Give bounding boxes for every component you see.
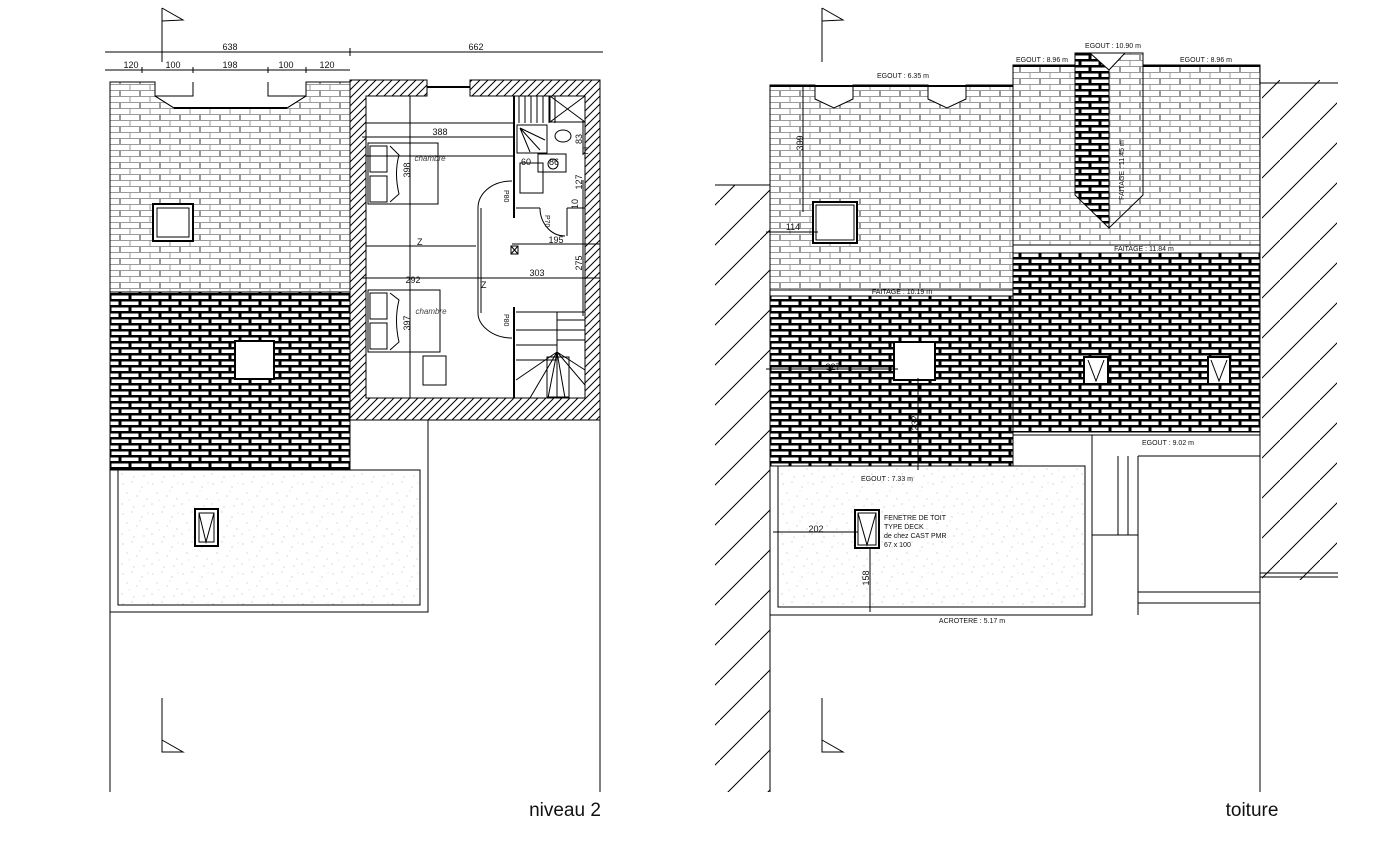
north-flag-top <box>161 7 185 62</box>
roof-window-deck <box>854 509 880 549</box>
door-label: P80 <box>502 190 509 203</box>
plan-labels: chambre chambre 388 292 303 195 60 86 39… <box>402 127 589 331</box>
skylight <box>812 201 858 244</box>
dim-638: 638 <box>222 42 237 52</box>
dim-158: 158 <box>861 570 871 585</box>
drawing-title-toiture: toiture <box>1226 800 1279 821</box>
north-flag-bottom <box>161 698 185 753</box>
dim-202: 202 <box>808 524 823 534</box>
dim-z: Z <box>583 146 589 156</box>
dim-114: 114 <box>786 222 800 232</box>
roof-window <box>194 508 219 547</box>
room-label: chambre <box>415 307 447 316</box>
level-egout-7-33: EGOUT : 7.33 m <box>861 476 913 483</box>
level-faitage-11-45: FAITAGE : 11.45 m <box>1119 140 1126 200</box>
dim-100a: 100 <box>165 60 180 70</box>
dim-100b: 100 <box>278 60 293 70</box>
dim-397: 397 <box>402 315 412 330</box>
door-label: P80 <box>502 314 509 327</box>
skylight <box>234 340 275 380</box>
neighbour-hatch-left <box>715 185 770 792</box>
level-egout-10-90: EGOUT : 10.90 m <box>1085 43 1141 50</box>
skylight <box>893 341 936 381</box>
dim-10: 10 <box>570 199 580 209</box>
level-egout-8-96-right: EGOUT : 8.96 m <box>1180 57 1232 64</box>
roof-light-tiles <box>109 81 351 293</box>
neighbour-hatch-right <box>1262 80 1337 580</box>
roof-dark-tiles <box>109 291 351 471</box>
note-line: de chez CAST PMR <box>884 533 947 540</box>
dim-195: 195 <box>548 235 563 245</box>
dim-86: 86 <box>549 157 559 167</box>
dim-127: 127 <box>574 174 584 189</box>
level-egout-6-35: EGOUT : 6.35 m <box>877 73 929 80</box>
level-acrotere-5-17: ACROTERE : 5.17 m <box>939 618 1005 625</box>
level-egout-8-96-left: EGOUT : 8.96 m <box>1016 57 1068 64</box>
dim-120b: 120 <box>319 60 334 70</box>
dim-232: 232 <box>910 415 920 430</box>
roof-dark-tiles <box>1012 252 1261 433</box>
level-egout-9-02: EGOUT : 9.02 m <box>1142 440 1194 447</box>
dim-292: 292 <box>405 275 420 285</box>
skylight <box>152 203 194 242</box>
roof-window <box>1207 356 1231 385</box>
room-label: chambre <box>414 154 446 163</box>
north-flag-bottom <box>821 698 845 753</box>
dim-388: 388 <box>432 127 447 137</box>
level-faitage-11-84: FAITAGE : 11.84 m <box>1114 246 1174 253</box>
dim-309: 309 <box>795 135 805 150</box>
note-line: FENETRE DE TOIT <box>884 515 947 522</box>
toiture-drawing: 309 114 327 232 202 158 EGOUT : 6.35 m E… <box>715 7 1338 821</box>
door-label: P70 <box>543 215 550 228</box>
floor-plan <box>349 79 601 421</box>
flat-roof-gravel <box>117 469 421 606</box>
dim-z: Z <box>481 280 487 290</box>
north-flag-top <box>821 7 845 62</box>
niveau-2-drawing: 638 662 120 100 198 100 120 <box>105 7 603 821</box>
dim-398: 398 <box>402 162 412 177</box>
dim-303: 303 <box>529 268 544 278</box>
dim-275: 275 <box>574 255 584 270</box>
dim-60: 60 <box>521 157 531 167</box>
dim-120a: 120 <box>123 60 138 70</box>
note-line: TYPE DECK <box>884 524 924 531</box>
chimney-dormer <box>1074 52 1144 230</box>
level-faitage-10-19: FAITAGE : 10.19 m <box>872 289 932 296</box>
dim-83: 83 <box>574 134 584 144</box>
dim-z: Z <box>417 237 423 247</box>
dim-662: 662 <box>468 42 483 52</box>
flat-roof-gravel <box>777 465 1086 608</box>
dim-198: 198 <box>222 60 237 70</box>
dimension-lines: 638 662 120 100 198 100 120 <box>105 42 603 73</box>
note-line: 67 x 100 <box>884 542 911 549</box>
drawing-title-niveau-2: niveau 2 <box>529 800 601 821</box>
dim-327: 327 <box>825 362 840 372</box>
roof-light-tiles <box>769 84 1014 291</box>
roof-window <box>1083 356 1109 385</box>
roof-window-note: FENETRE DE TOIT TYPE DECK de chez CAST P… <box>884 515 947 549</box>
roof-dark-tiles <box>769 295 1014 467</box>
